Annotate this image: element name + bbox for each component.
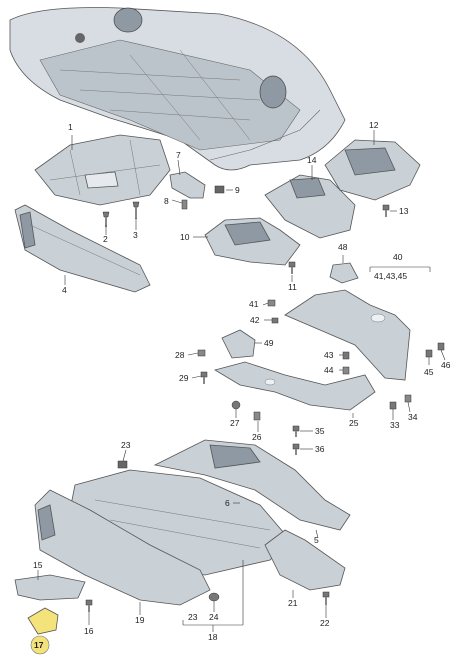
clip-28-shape [197,349,206,357]
part-49-shape [221,329,256,359]
clip-33-shape [389,401,397,410]
part-14-shape [264,174,356,239]
part-8-clip [181,199,188,210]
screw-13-shape [382,204,390,217]
label-17-circle [30,635,50,655]
label-15: 15 [33,560,43,570]
label-2: 2 [103,234,108,244]
label-21: 21 [288,598,298,608]
label-24: 24 [209,612,219,622]
part-7-shape [169,171,206,199]
label-42: 42 [250,315,260,325]
screw-3-shape [132,201,140,219]
label-18: 18 [208,632,218,642]
screw-22-shape [322,591,330,605]
part-5-shape [153,439,351,531]
part-17-shape [27,607,59,635]
label-16: 16 [84,626,94,636]
label-46: 46 [441,360,451,370]
clip-41-shape [267,299,276,307]
label-12: 12 [369,120,379,130]
clip-42-shape [271,317,279,324]
label-6: 6 [225,498,230,508]
label-7: 7 [176,150,181,160]
label-48: 48 [338,242,348,252]
clip-34-shape [404,394,412,403]
label-17: 17 [34,640,44,650]
label-25: 25 [349,418,359,428]
part-21-shape [264,529,346,591]
part-25-shape [213,361,376,411]
clip-24-shape [208,592,220,602]
part-48-shape [329,262,359,284]
label-36: 36 [315,444,325,454]
part-9-clip [214,185,225,194]
label-14: 14 [307,155,317,165]
clip-46-shape [437,342,445,351]
label-5: 5 [314,535,319,545]
part-15-shape [14,574,86,601]
clip-43-shape [342,351,350,360]
clip-26-shape [253,411,261,421]
screw-35-shape [292,425,300,437]
label-22: 22 [320,618,330,628]
clip-44-shape [342,366,350,375]
clip-45-shape [425,349,433,358]
part-labels: 1 2 3 4 5 6 7 8 9 10 11 12 13 14 15 16 1… [30,120,451,655]
part-40-shape [284,289,411,381]
label-1: 1 [68,122,73,132]
label-13: 13 [399,206,409,216]
clip-23-shape [117,460,128,469]
label-23-bottom: 23 [188,612,198,622]
screw-2-shape [102,211,110,227]
label-17-badge: 17 [30,635,50,655]
clip-29-shape [200,371,208,384]
label-45: 45 [424,367,434,377]
label-26: 26 [252,432,262,442]
label-4: 4 [62,285,67,295]
label-9: 9 [235,185,240,195]
label-27: 27 [230,418,240,428]
screw-11-shape [288,261,296,274]
label-29: 29 [179,373,189,383]
label-49: 49 [264,338,274,348]
part-1-shape [34,134,171,206]
label-19: 19 [135,615,145,625]
label-28: 28 [175,350,185,360]
part-4-shape [14,204,151,293]
label-23-top: 23 [121,440,131,450]
screw-36-shape [292,443,300,455]
label-35: 35 [315,426,325,436]
label-34: 34 [408,412,418,422]
label-41: 41 [249,299,259,309]
car-underbody [9,7,346,171]
part-19-shape [34,489,211,606]
label-8: 8 [164,196,169,206]
clip-27-shape [231,400,241,410]
screw-16-shape [85,599,93,612]
label-43: 43 [324,350,334,360]
label-3: 3 [133,230,138,240]
label-10: 10 [180,232,190,242]
label-11: 11 [288,282,297,292]
label-44: 44 [324,365,334,375]
part-10-shape [204,217,301,266]
leader-lines [37,130,446,632]
label-41-43-45: 41,43,45 [374,271,407,281]
part-12-shape [324,139,421,201]
label-40: 40 [393,252,403,262]
label-33: 33 [390,420,400,430]
